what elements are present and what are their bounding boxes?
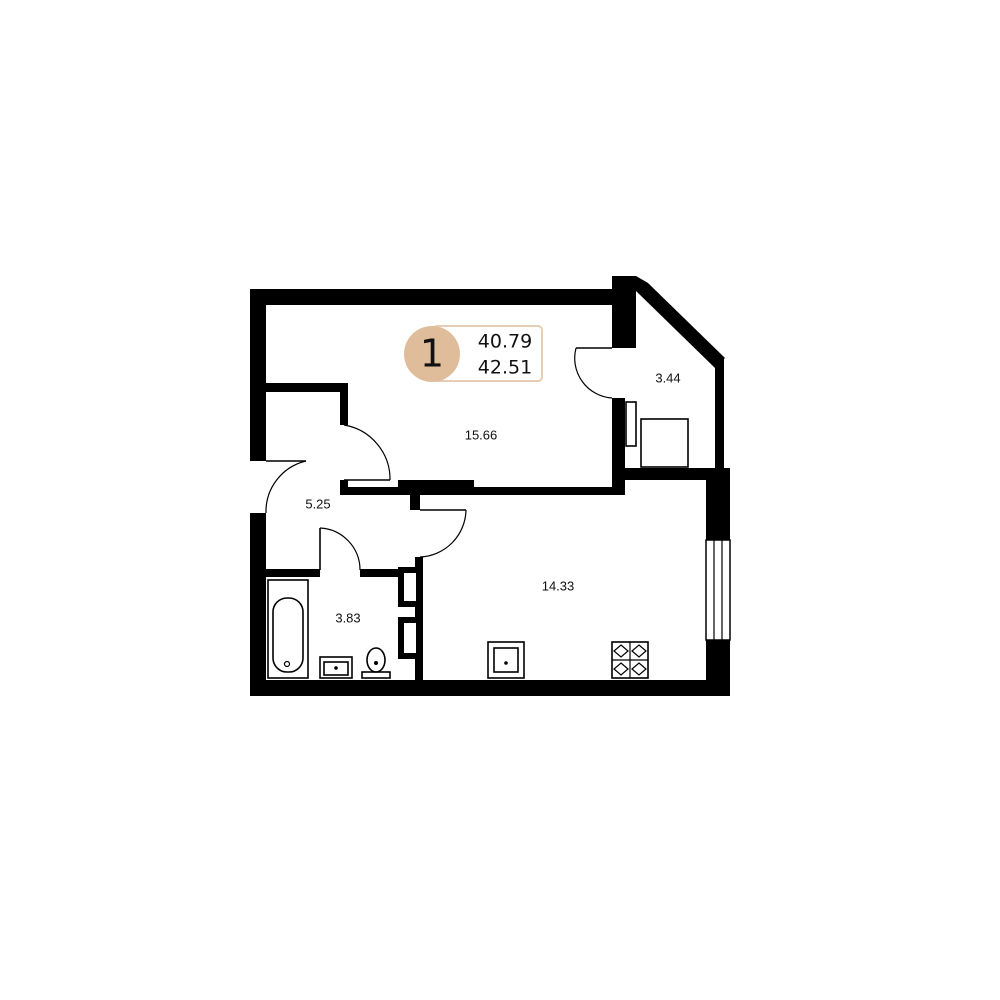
hallway-area: 5.25 bbox=[305, 496, 330, 511]
stove-icon bbox=[611, 641, 649, 679]
exterior-walls bbox=[250, 276, 730, 696]
doors bbox=[265, 347, 613, 571]
living-room-area: 15.66 bbox=[465, 427, 498, 442]
sink-icon bbox=[319, 656, 353, 679]
windows bbox=[705, 539, 731, 641]
bathroom-door bbox=[319, 527, 361, 571]
rooms-count-circle bbox=[404, 326, 460, 382]
balcony-area: 3.44 bbox=[655, 370, 680, 385]
bathroom-fixtures bbox=[267, 579, 391, 679]
ventilation-shafts bbox=[398, 567, 422, 659]
kitchen-sink-icon bbox=[487, 641, 525, 679]
washing-machine-icon bbox=[640, 418, 689, 468]
living-room-door bbox=[343, 424, 391, 481]
balcony-cabinet-icon bbox=[613, 401, 624, 447]
kitchen-door bbox=[419, 509, 467, 558]
kitchen-area: 14.33 bbox=[542, 578, 575, 593]
kitchen-fixtures bbox=[487, 641, 649, 679]
rooms-count: 1 bbox=[420, 332, 444, 376]
total-area-value: 42.51 bbox=[478, 357, 532, 379]
bathtub-icon bbox=[267, 579, 309, 679]
entrance-door bbox=[265, 460, 307, 514]
living-area-value: 40.79 bbox=[478, 331, 532, 353]
bathroom-area: 3.83 bbox=[335, 610, 360, 625]
toilet-icon bbox=[361, 647, 391, 679]
area-badge: 1 40.79 42.51 bbox=[404, 325, 543, 382]
balcony-door bbox=[574, 347, 613, 399]
room-labels: 15.66 3.44 5.25 3.83 14.33 bbox=[305, 370, 680, 625]
balcony-fixtures bbox=[613, 401, 689, 468]
